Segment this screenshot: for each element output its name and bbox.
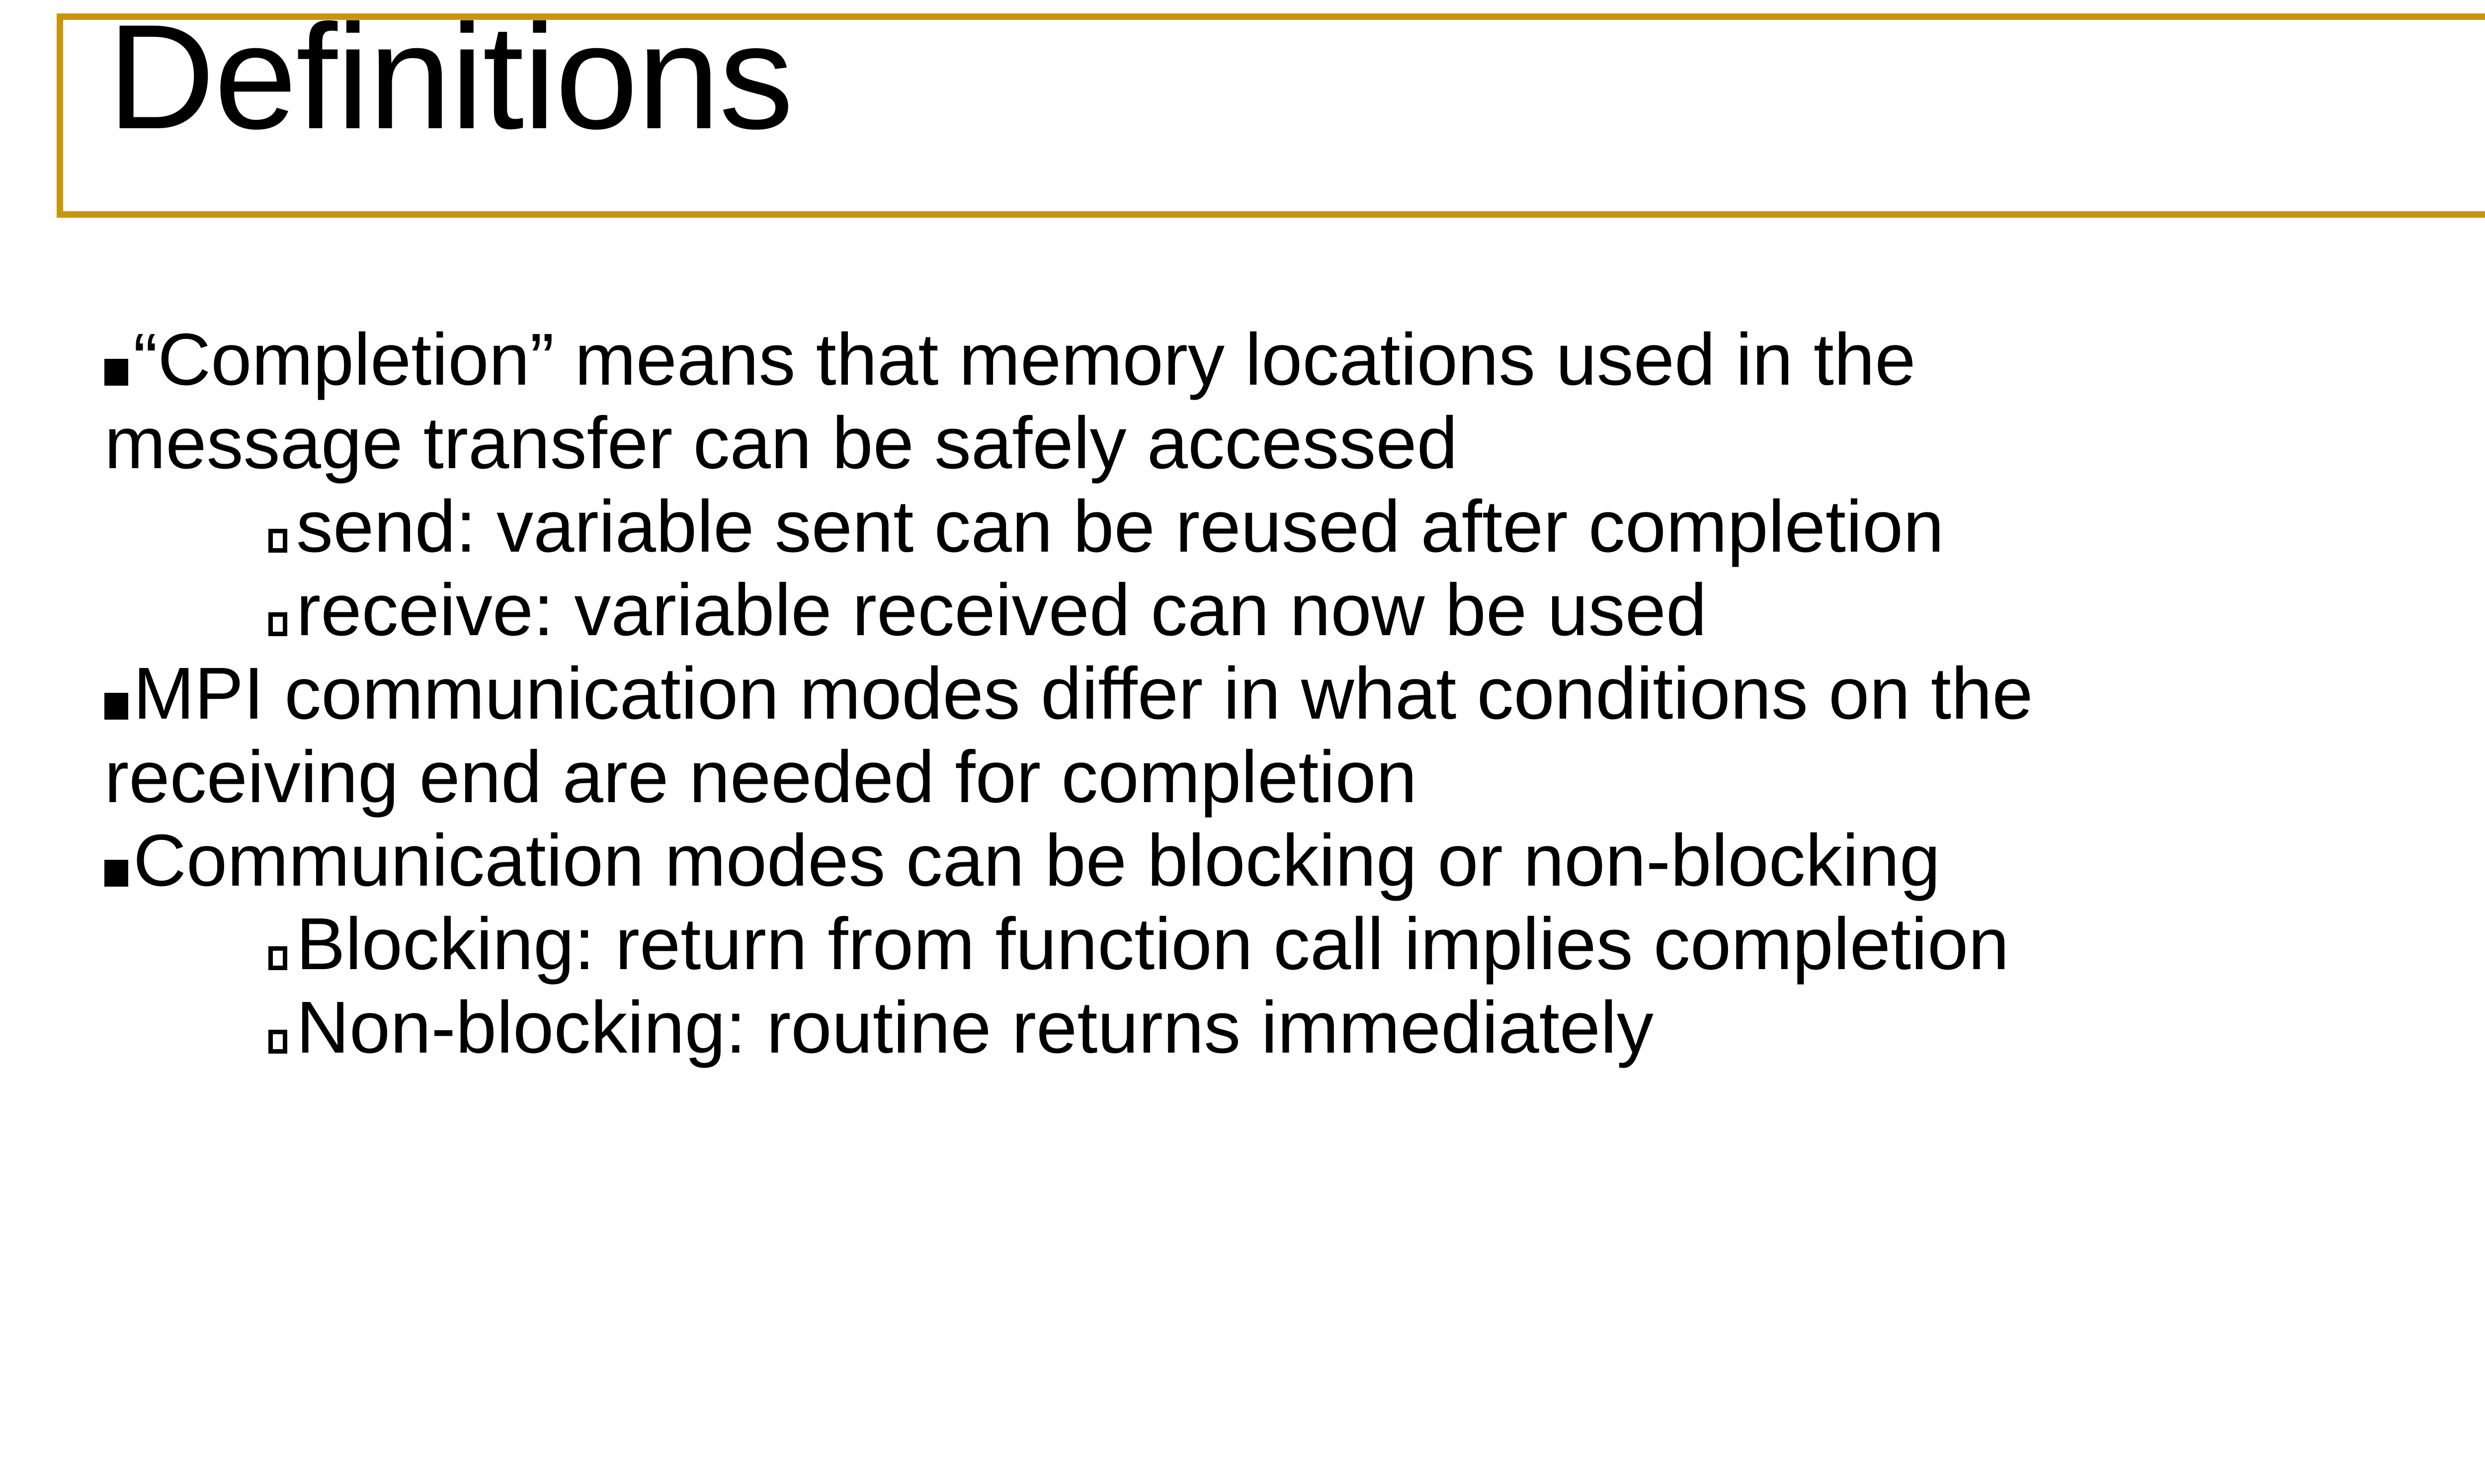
bullet-text: MPI communication modes differ in what c… bbox=[133, 653, 2033, 735]
bullet-item: Communication modes can be blocking or n… bbox=[104, 819, 2485, 903]
bullet-text: “Completion” means that memory locations… bbox=[133, 319, 1916, 401]
filled-square-bullet-icon bbox=[104, 318, 133, 402]
sub-bullet-item: send: variable sent can be reused after … bbox=[104, 485, 2485, 569]
bullet-text-continuation: message transfer can be safely accessed bbox=[104, 402, 1458, 484]
hollow-square-bullet-icon bbox=[268, 569, 296, 652]
slide-title: Definitions bbox=[107, 0, 794, 160]
title-placeholder-border bbox=[57, 13, 2485, 218]
slide-body: “Completion” means that memory locations… bbox=[104, 318, 2485, 1461]
bullet-item: “Completion” means that memory locations… bbox=[104, 318, 2485, 485]
hollow-square-bullet-icon bbox=[268, 986, 296, 1070]
sub-bullet-text: Blocking: return from function call impl… bbox=[296, 903, 2009, 985]
sub-bullet-text: receive: variable received can now be us… bbox=[296, 569, 1707, 651]
bullet-text: Communication modes can be blocking or n… bbox=[133, 820, 1941, 902]
filled-square-bullet-icon bbox=[104, 652, 133, 736]
filled-square-bullet-icon bbox=[104, 819, 133, 903]
sub-bullet-text: send: variable sent can be reused after … bbox=[296, 486, 1944, 568]
sub-bullet-item: Blocking: return from function call impl… bbox=[104, 903, 2485, 986]
sub-bullet-item: receive: variable received can now be us… bbox=[104, 569, 2485, 652]
sub-bullet-text: Non-blocking: routine returns immediatel… bbox=[296, 987, 1654, 1069]
sub-bullet-item: Non-blocking: routine returns immediatel… bbox=[104, 986, 2485, 1070]
hollow-square-bullet-icon bbox=[268, 903, 296, 986]
hollow-square-bullet-icon bbox=[268, 485, 296, 569]
bullet-text-continuation: receiving end are needed for completion bbox=[104, 736, 1417, 818]
bullet-item: MPI communication modes differ in what c… bbox=[104, 652, 2485, 819]
